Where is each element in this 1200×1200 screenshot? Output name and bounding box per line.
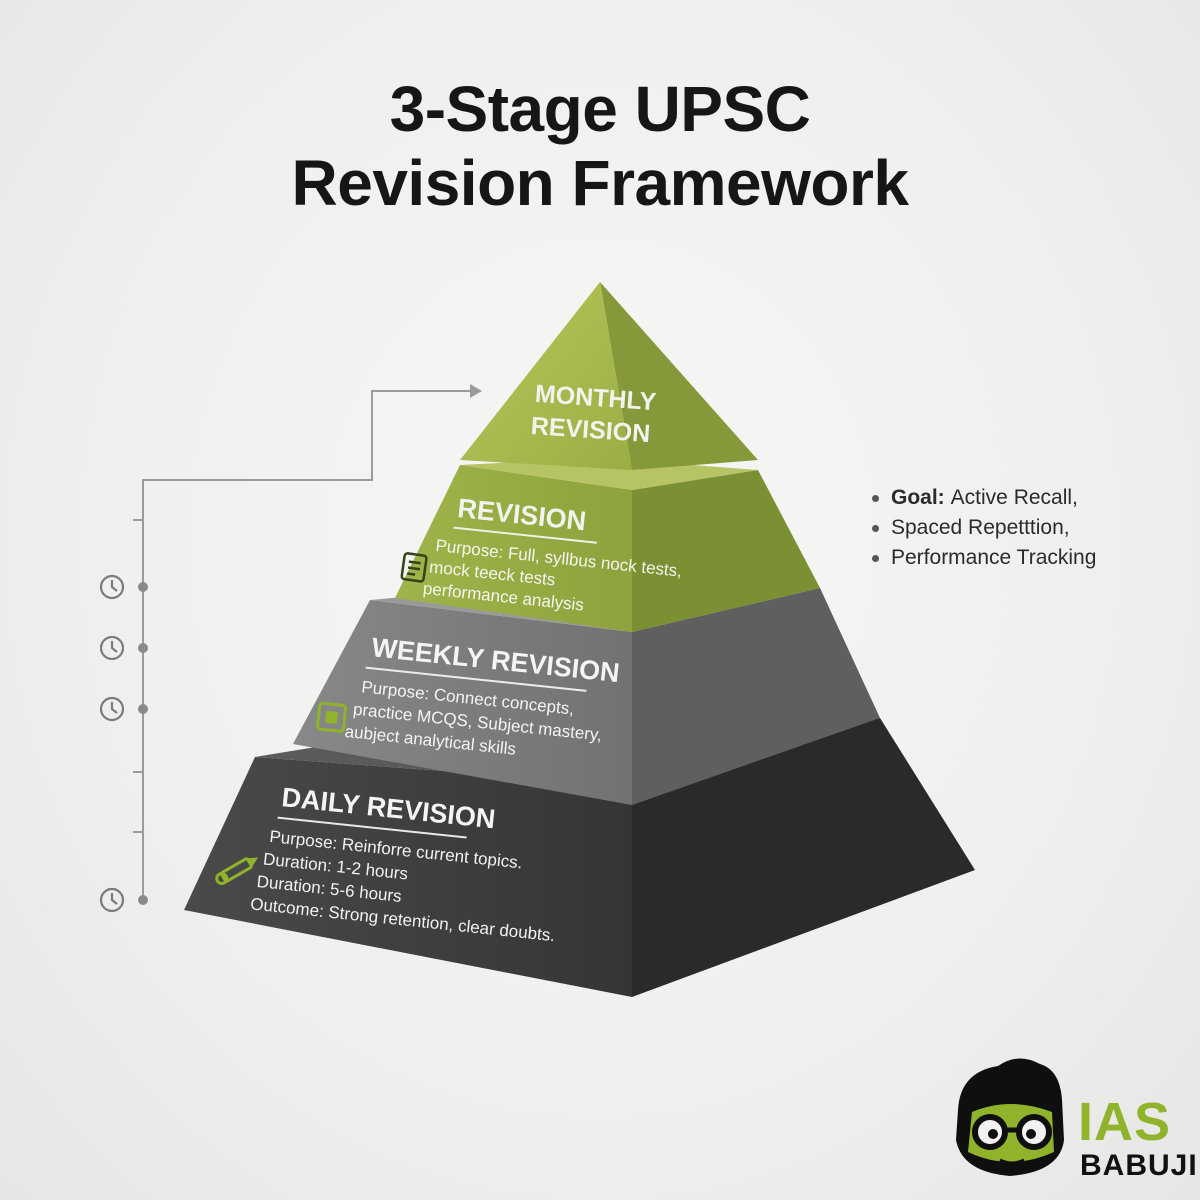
puzzle-icon	[316, 701, 348, 733]
goal-item: Goal: Active Recall,	[872, 483, 1096, 513]
ias-babuji-logo: IAS BABUJI	[956, 1058, 1198, 1182]
goal-text: Spaced Repetttion,	[891, 516, 1070, 539]
page-title-line-2: Revision Framework	[291, 147, 910, 219]
bullet-icon	[872, 494, 879, 502]
goal-text: Active Recall,	[950, 486, 1078, 509]
timeline-dots	[138, 582, 148, 905]
timeline-connector	[133, 384, 482, 900]
logo-text-top: IAS	[1078, 1092, 1171, 1152]
goal-item: Spaced Repetttion,	[872, 513, 1096, 543]
bullet-icon	[872, 554, 879, 562]
checklist-icon	[400, 552, 428, 583]
goal-label: Goal:	[891, 486, 945, 509]
goal-text: Performance Tracking	[891, 546, 1097, 569]
goal-item: Performance Tracking	[872, 543, 1096, 573]
goals-list: Goal: Active Recall, Spaced Repetttion, …	[872, 483, 1096, 573]
pencil-icon	[215, 857, 259, 886]
tier-revision	[395, 458, 820, 632]
page-title-line-1: 3-Stage UPSC	[389, 73, 811, 145]
logo-text-bottom: BABUJI	[1080, 1149, 1198, 1182]
bullet-icon	[872, 524, 879, 532]
tier-monthly	[460, 282, 758, 470]
clock-icon	[99, 574, 125, 913]
